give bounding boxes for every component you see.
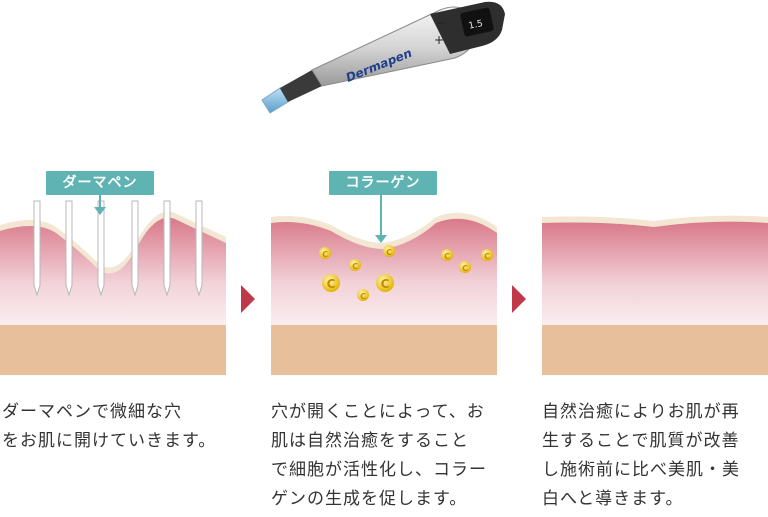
svg-text:1.5: 1.5 bbox=[468, 19, 484, 32]
svg-text:C: C bbox=[462, 264, 468, 273]
svg-text:C: C bbox=[386, 248, 392, 257]
collagen-label: コラーゲン bbox=[329, 171, 437, 195]
svg-text:C: C bbox=[381, 277, 390, 291]
needle-label: ダーマペン bbox=[46, 171, 154, 195]
svg-text:−: − bbox=[436, 16, 446, 30]
step-arrow-1 bbox=[241, 285, 255, 313]
svg-text:C: C bbox=[444, 252, 450, 261]
panel-before-treatment: ダーマペン bbox=[0, 165, 226, 375]
svg-text:C: C bbox=[352, 262, 358, 271]
step-arrow-2 bbox=[512, 285, 526, 313]
dermapen-device-illustration: 1.5 − + Dermapen bbox=[250, 0, 520, 120]
svg-text:+: + bbox=[434, 33, 444, 47]
caption-step-2: 穴が開くことによって、お 肌は自然治癒をすること で細胞が活性化し、コラー ゲン… bbox=[271, 402, 487, 509]
panel-collagen-generation: C C C C C C C C C コラーゲン bbox=[271, 165, 497, 375]
collagen-particles bbox=[319, 245, 493, 301]
panel-after-treatment bbox=[542, 165, 768, 375]
svg-text:C: C bbox=[327, 277, 336, 291]
caption-step-3: 自然治癒によりお肌が再 生することで肌質が改善 し施術前に比べ美肌・美 白へと導… bbox=[542, 402, 740, 509]
svg-text:C: C bbox=[322, 250, 328, 259]
svg-text:C: C bbox=[484, 252, 490, 261]
caption-step-1: ダーマペンで微細な穴 をお肌に開けていきます。 bbox=[2, 402, 217, 451]
svg-text:C: C bbox=[360, 292, 366, 301]
